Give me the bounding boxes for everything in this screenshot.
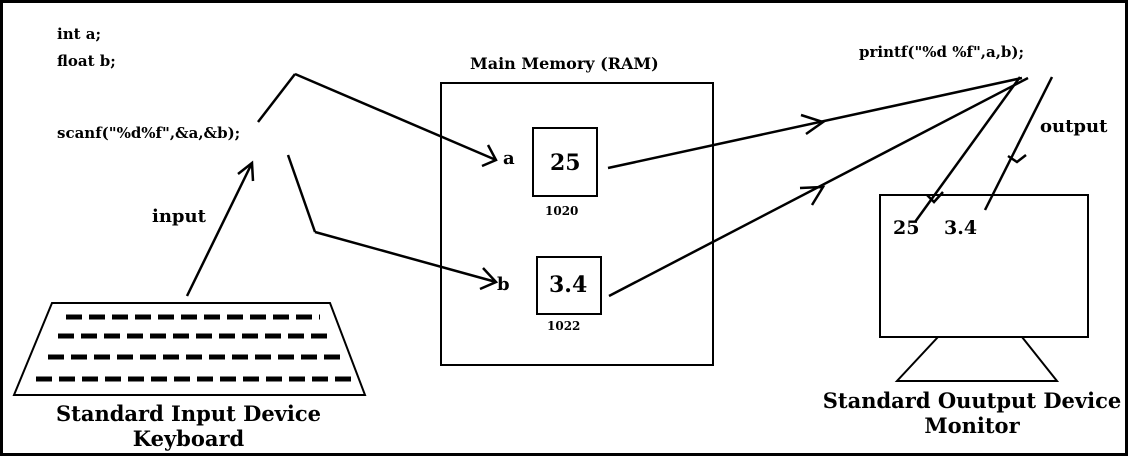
float-declaration: float b; [57,52,116,70]
input-label: input [152,206,206,227]
scanf-to-a-arrow [257,72,498,168]
memory-cell-b [536,256,602,315]
scanf-to-b-arrow [286,154,499,291]
int-declaration: int a; [57,25,102,43]
output-label: output [1040,116,1108,137]
output-device-caption: Standard Ouutput Device Monitor [820,388,1124,438]
var-a-address: 1020 [545,204,579,218]
printf-statement: printf("%d %f",a,b); [859,43,1025,61]
var-b-value: 3.4 [549,272,588,298]
scanf-statement: scanf("%d%f",&a,&b); [57,124,241,142]
input-arrow [185,160,255,297]
var-a-label: a [503,148,515,169]
var-b-address: 1022 [547,319,581,333]
memory-box [440,82,714,366]
memory-cell-a [532,127,598,197]
screen-value-b: 3.4 [944,217,978,239]
monitor-icon [879,194,1089,382]
a-to-printf-arrow [607,76,1023,170]
b-to-printf-arrow [608,76,1029,298]
input-device-subtitle: Keyboard [132,426,245,452]
var-b-label: b [497,274,510,295]
input-device-caption: Standard Input Device Keyboard [36,401,341,451]
memory-title: Main Memory (RAM) [470,54,659,73]
output-device-title: Standard Ouutput Device [822,388,1122,413]
output-arrows [913,76,1054,223]
screen-value-a: 25 [893,217,920,239]
output-device-subtitle: Monitor [924,413,1020,439]
var-a-value: 25 [550,150,581,176]
input-device-title: Standard Input Device [55,401,322,426]
keyboard-icon [12,302,367,396]
